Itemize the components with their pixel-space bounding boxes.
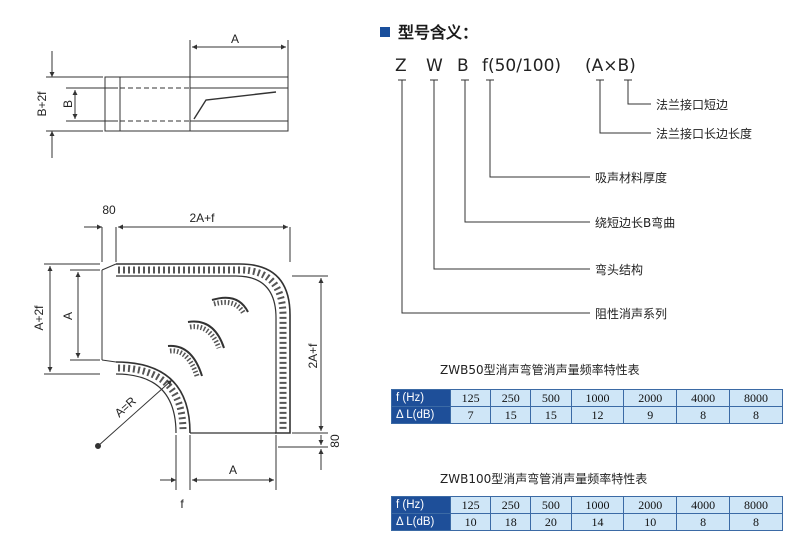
- table-cell: 9: [623, 406, 678, 424]
- table-cell: 8: [729, 406, 783, 424]
- table-cell: 125: [449, 389, 492, 407]
- code-W: W: [426, 56, 443, 76]
- label-radius: A=R: [112, 394, 139, 420]
- table1-zwb50: f (Hz) 125 250 500 1000 2000 4000 8000 Δ…: [391, 389, 783, 424]
- table-cell: 8000: [729, 496, 783, 514]
- code-f-thickness: f(50/100): [482, 56, 562, 76]
- row-header-attenuation: Δ L(dB): [391, 406, 451, 424]
- expl-elbow-structure: 弯头结构: [595, 263, 644, 277]
- table-cell: 4000: [676, 496, 731, 514]
- label-2Af-right: 2A+f: [306, 343, 320, 369]
- table-cell: 7: [449, 406, 492, 424]
- table-cell: 2000: [623, 389, 678, 407]
- expl-flange-long-edge: 法兰接口长边长度: [656, 127, 753, 141]
- table-cell: 18: [490, 513, 532, 531]
- expl-flange-short-edge: 法兰接口短边: [656, 98, 729, 112]
- row-header-frequency: f (Hz): [391, 389, 451, 407]
- table-row: f (Hz) 125 250 500 1000 2000 4000 8000: [391, 389, 783, 407]
- table-cell: 10: [449, 513, 492, 531]
- table-cell: 14: [570, 513, 625, 531]
- code-B: B: [457, 56, 469, 76]
- label-top-B2f: B+2f: [35, 91, 49, 117]
- label-A-bottom: A: [229, 463, 237, 477]
- table-row: Δ L(dB) 10 18 20 14 10 8 8: [391, 513, 783, 531]
- table2-caption: ZWB100型消声弯管消声量频率特性表: [440, 472, 648, 486]
- table-cell: 15: [530, 406, 572, 424]
- table-cell: 20: [530, 513, 572, 531]
- label-2Af-top: 2A+f: [189, 211, 215, 225]
- label-80-right: 80: [328, 434, 342, 448]
- label-f-bottom: f: [180, 497, 184, 511]
- expl-absorber-thickness: 吸声材料厚度: [595, 171, 668, 185]
- side-view: [46, 40, 289, 158]
- table-row: f (Hz) 125 250 500 1000 2000 4000 8000: [391, 496, 783, 514]
- table-cell: 8: [676, 513, 731, 531]
- table-cell: 1000: [570, 496, 625, 514]
- row-header-frequency: f (Hz): [391, 496, 451, 514]
- table-cell: 2000: [623, 496, 678, 514]
- expl-bend-short-edge: 绕短边长B弯曲: [595, 216, 676, 230]
- table-cell: 4000: [676, 389, 731, 407]
- table-cell: 500: [530, 496, 572, 514]
- label-top-B: B: [61, 100, 75, 108]
- table-cell: 1000: [570, 389, 625, 407]
- table-cell: 8: [676, 406, 731, 424]
- row-header-attenuation: Δ L(dB): [391, 513, 451, 531]
- label-A-left: A: [61, 312, 75, 320]
- model-meaning-title: 型号含义：: [380, 19, 478, 43]
- table-cell: 8: [729, 513, 783, 531]
- table-cell: 15: [490, 406, 532, 424]
- table2-zwb100: f (Hz) 125 250 500 1000 2000 4000 8000 Δ…: [391, 496, 783, 531]
- elbow-plan-view: [44, 224, 328, 490]
- table-cell: 10: [623, 513, 678, 531]
- code-Z: Z: [395, 56, 407, 76]
- model-leader-lines: [398, 79, 651, 314]
- label-80-top: 80: [102, 203, 116, 217]
- label-top-A: A: [231, 32, 239, 46]
- table-cell: 12: [570, 406, 625, 424]
- bullet-square-icon: [380, 27, 390, 37]
- table-row: Δ L(dB) 7 15 15 12 9 8 8: [391, 406, 783, 424]
- table-cell: 125: [449, 496, 492, 514]
- table-cell: 8000: [729, 389, 783, 407]
- table-cell: 500: [530, 389, 572, 407]
- label-A2f-left: A+2f: [32, 305, 46, 331]
- expl-resistive-series: 阻性消声系列: [595, 307, 668, 321]
- code-AxB: (A×B): [585, 56, 636, 76]
- table1-caption: ZWB50型消声弯管消声量频率特性表: [440, 363, 640, 377]
- table-cell: 250: [490, 496, 532, 514]
- table-cell: 250: [490, 389, 532, 407]
